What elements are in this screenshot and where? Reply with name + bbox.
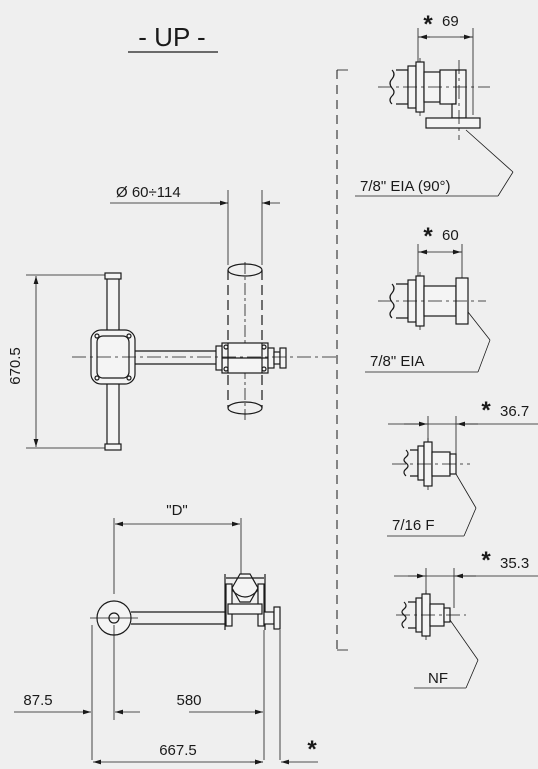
connector-1-label: 7/8" EIA (90°) xyxy=(360,178,451,195)
connector-2-label: 7/8" EIA xyxy=(370,353,425,370)
dim-87-label: 87.5 xyxy=(23,692,52,709)
side-mast-clamp xyxy=(224,573,266,630)
connector-option-1: * 69 7/8" EIA (90°) xyxy=(355,11,514,197)
side-arm xyxy=(131,611,232,625)
connector-3-label: 7/16 F xyxy=(392,517,435,534)
connector-3-star: * xyxy=(481,397,491,424)
connector-4-label: NF xyxy=(428,670,448,687)
connector-option-3: * 36.7 7/16 F xyxy=(387,397,538,537)
connector-option-2: * 60 7/8" EIA xyxy=(365,223,491,373)
pipe-diameter-label: Ø 60÷114 xyxy=(116,184,181,201)
top-view: Ø 60÷114 670.5 xyxy=(7,184,336,451)
dim-667-label: 667.5 xyxy=(159,742,197,759)
side-connector xyxy=(263,606,281,630)
connector-3-dim: 36.7 xyxy=(500,403,529,420)
connector-4-star: * xyxy=(481,547,491,574)
connector-1-star: * xyxy=(423,11,433,38)
title-group: - UP - xyxy=(128,22,218,53)
connector-4-dim: 35.3 xyxy=(500,555,529,572)
connector-2-dim: 60 xyxy=(442,227,459,244)
connector-2-star: * xyxy=(423,223,433,250)
d-label: "D" xyxy=(166,502,187,519)
page-title: - UP - xyxy=(138,22,205,52)
mast-clamp xyxy=(215,342,275,374)
dim-580-label: 580 xyxy=(176,692,201,709)
support-arm xyxy=(135,350,222,365)
height-label: 670.5 xyxy=(7,347,24,385)
dim-star-label: * xyxy=(307,736,317,763)
connector-options-bracket xyxy=(336,69,348,651)
top-connector xyxy=(273,347,287,369)
mast-pipe xyxy=(227,262,263,420)
side-view: "D" xyxy=(14,502,318,765)
connector-1-dim: 69 xyxy=(442,13,459,30)
connector-option-4: * 35.3 NF xyxy=(394,547,538,689)
